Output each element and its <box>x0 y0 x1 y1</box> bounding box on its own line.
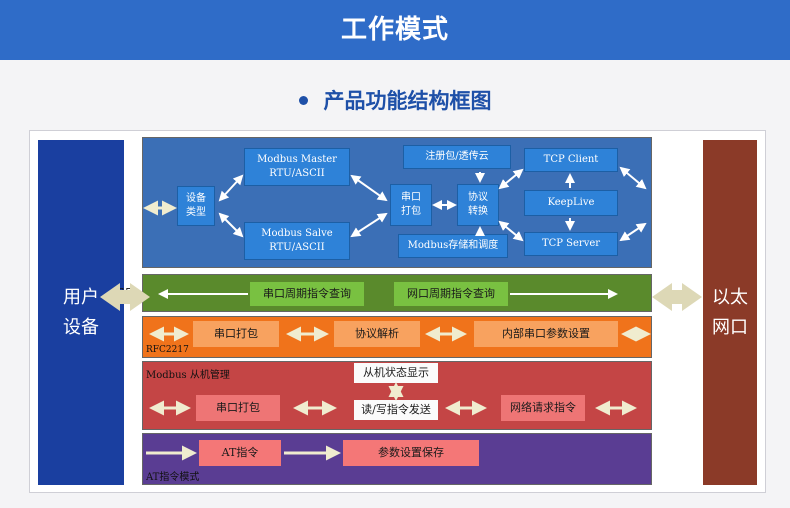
register-cloud-block: 注册包/透传云 <box>403 145 511 169</box>
network-query-block: 网口周期指令查询 <box>394 282 508 306</box>
rfc-protocol-parse-block: 协议解析 <box>334 321 420 347</box>
at-command-block: AT指令 <box>199 440 281 466</box>
serial-pack-line1: 串口 <box>401 192 421 203</box>
device-type-line1: 设备 <box>186 193 206 204</box>
param-save-block: 参数设置保存 <box>343 440 479 466</box>
tcp-server-block: TCP Server <box>524 232 618 256</box>
keeplive-block: KeepLive <box>524 190 618 216</box>
modbus-panel-label: Modbus 从机管理 <box>146 370 230 381</box>
protocol-convert-block: 协议转换 <box>457 184 499 226</box>
serial-tag-label: 串口 <box>114 286 136 299</box>
serial-pack-block: 串口打包 <box>390 184 432 226</box>
modbus-salve-line1: Modbus Salve <box>261 228 333 239</box>
modbus-master-line1: Modbus Master <box>257 154 337 165</box>
protocol-convert-line1: 协议 <box>468 192 488 203</box>
serial-pack-line2: 打包 <box>401 206 421 217</box>
read-write-block: 读/写指令发送 <box>354 400 438 420</box>
rfc-internal-params-block: 内部串口参数设置 <box>474 321 618 347</box>
page-title: 工作模式 <box>0 0 790 60</box>
ethernet-port-line1: 以太 <box>712 286 748 308</box>
tcp-client-block: TCP Client <box>524 148 618 172</box>
user-device-line2: 设备 <box>63 316 99 338</box>
modbus-store-block: Modbus存储和调度 <box>398 234 508 258</box>
bullet-icon <box>298 95 308 105</box>
rfc-panel-label: RFC2217 <box>146 345 189 355</box>
modbus-salve-line2: RTU/ASCII <box>269 242 325 253</box>
serial-query-block: 串口周期指令查询 <box>250 282 364 306</box>
subtitle-text: 产品功能结构框图 <box>323 89 492 113</box>
network-request-block: 网络请求指令 <box>501 395 585 421</box>
user-device-block: 用户设备 <box>38 140 124 485</box>
status-display-block: 从机状态显示 <box>354 363 438 383</box>
rfc-serial-pack-block: 串口打包 <box>193 321 279 347</box>
device-type-block: 设备类型 <box>177 186 215 226</box>
modbus-serial-pack-block: 串口打包 <box>196 395 280 421</box>
ethernet-port-line2: 网口 <box>712 316 748 338</box>
device-type-line2: 类型 <box>186 207 206 218</box>
ethernet-port-block: 以太网口 <box>703 140 757 485</box>
diagram-subtitle: 产品功能结构框图 <box>0 84 790 118</box>
user-device-line1: 用户 <box>63 286 99 308</box>
at-panel-label: AT指令模式 <box>146 472 200 483</box>
modbus-master-line2: RTU/ASCII <box>269 168 325 179</box>
protocol-convert-line2: 转换 <box>468 206 488 217</box>
